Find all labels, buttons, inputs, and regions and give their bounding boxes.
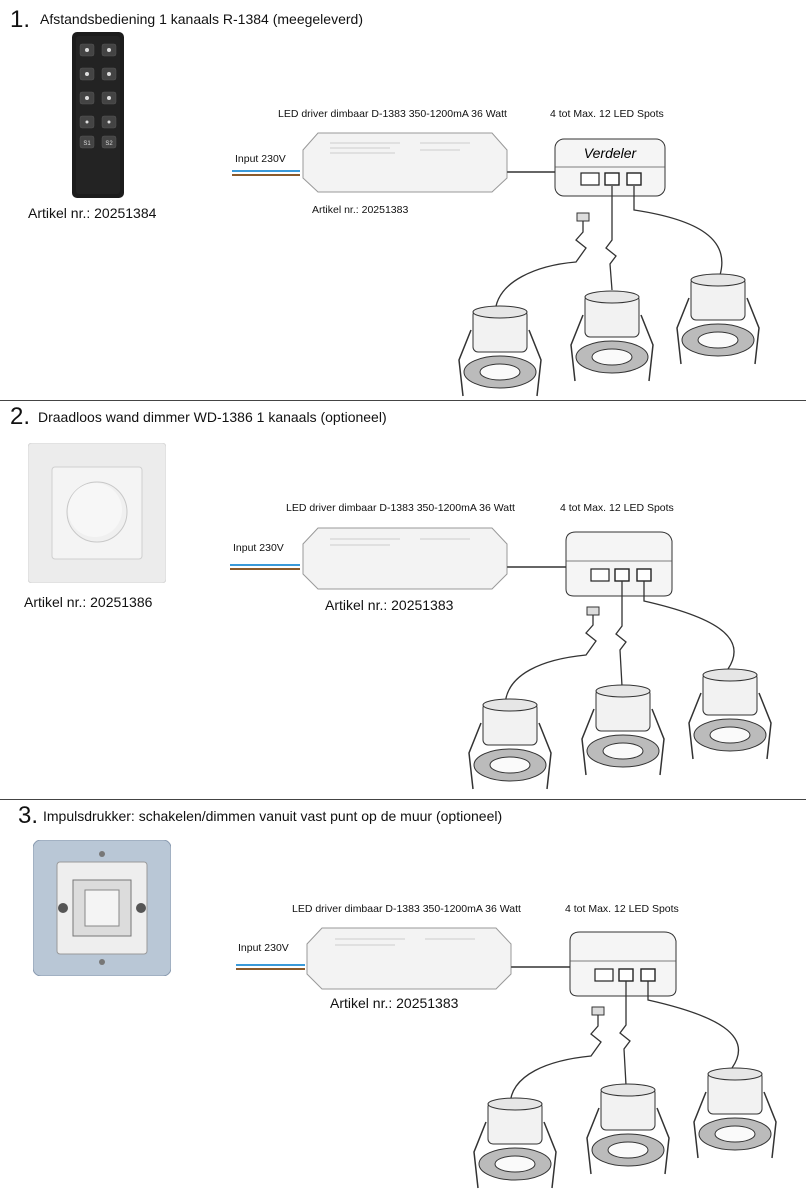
remote-button-s2: S2 — [105, 141, 113, 147]
input-label: Input 230V — [238, 942, 289, 954]
wiring-diagram — [236, 927, 739, 1107]
led-spot — [473, 1097, 557, 1189]
input-label: Input 230V — [233, 542, 284, 554]
section-1: 1. Afstandsbediening 1 kanaals R-1384 (m… — [0, 0, 808, 400]
spots-label: 4 tot Max. 12 LED Spots — [565, 903, 679, 915]
wiring-diagram: Verdeler — [232, 132, 723, 316]
push-button-image — [33, 840, 171, 976]
wiring-diagram — [230, 527, 735, 708]
section-title: Impulsdrukker: schakelen/dimmen vanuit v… — [43, 808, 503, 824]
led-spot — [468, 698, 552, 790]
driver-label: LED driver dimbaar D-1383 350-1200mA 36 … — [292, 903, 521, 915]
driver-label: LED driver dimbaar D-1383 350-1200mA 36 … — [278, 108, 507, 120]
remote-control-image: S1 S2 — [72, 32, 124, 198]
led-driver-image — [302, 132, 508, 193]
spots-label: 4 tot Max. 12 LED Spots — [560, 502, 674, 514]
led-spot — [688, 668, 772, 760]
device-article-number: Artikel nr.: 20251384 — [28, 205, 157, 221]
section-number: 1. — [10, 6, 31, 33]
led-driver-image — [302, 527, 508, 590]
distributor-box — [554, 138, 666, 197]
section-title: Draadloos wand dimmer WD-1386 1 kanaals … — [38, 409, 387, 425]
section-title: Afstandsbediening 1 kanaals R-1384 (meeg… — [40, 11, 363, 27]
remote-button-s1: S1 — [83, 141, 91, 147]
driver-article-number: Artikel nr.: 20251383 — [312, 204, 409, 216]
driver-article-number: Artikel nr.: 20251383 — [325, 597, 454, 613]
distributor-box — [569, 931, 677, 997]
section-2: 2. Draadloos wand dimmer WD-1386 1 kanaa… — [0, 401, 808, 799]
device-article-number: Artikel nr.: 20251386 — [24, 594, 153, 610]
section-divider — [0, 400, 806, 401]
spots-label: 4 tot Max. 12 LED Spots — [550, 108, 664, 120]
distributor-box — [565, 531, 673, 597]
input-label: Input 230V — [235, 153, 286, 165]
led-spot — [693, 1067, 777, 1159]
led-spot — [570, 290, 654, 382]
section-3: 3. Impulsdrukker: schakelen/dimmen vanui… — [0, 800, 808, 1195]
driver-article-number: Artikel nr.: 20251383 — [330, 995, 459, 1011]
section-divider — [0, 799, 806, 800]
distributor-label: Verdeler — [584, 145, 638, 161]
wall-dimmer-image — [28, 443, 166, 583]
led-spot — [586, 1083, 670, 1175]
led-spot — [581, 684, 665, 776]
led-spot — [676, 273, 760, 365]
section-number: 2. — [10, 403, 31, 430]
driver-label: LED driver dimbaar D-1383 350-1200mA 36 … — [286, 502, 515, 514]
led-driver-image — [306, 927, 512, 990]
section-number: 3. — [18, 802, 39, 829]
led-spot — [458, 305, 542, 397]
